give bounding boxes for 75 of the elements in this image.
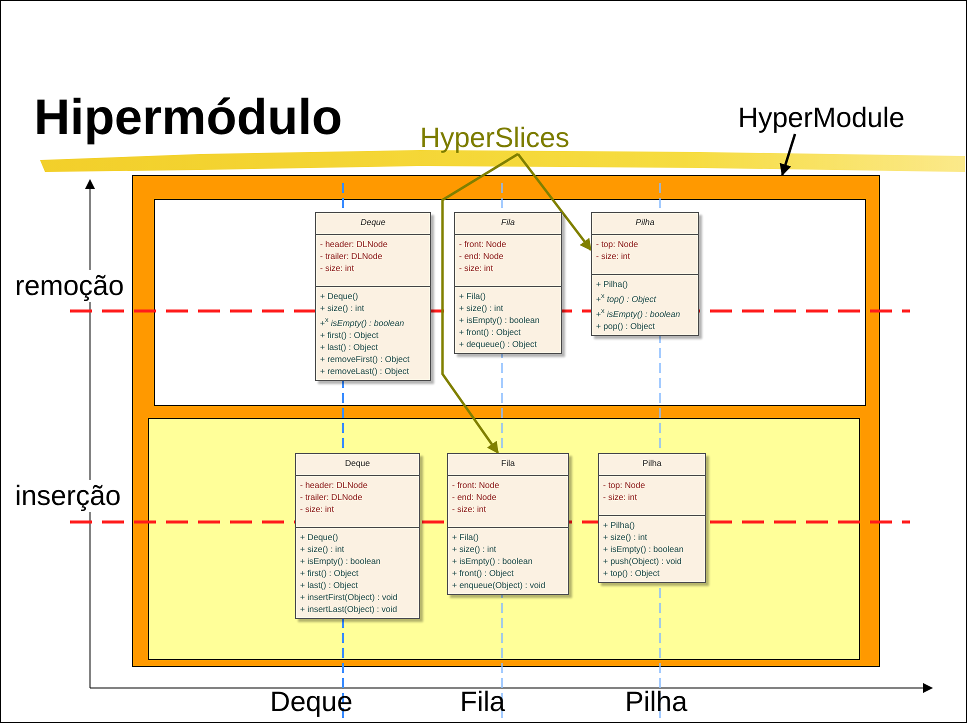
attribute-text: - top: Node — [603, 479, 646, 491]
class-name: Pilha — [634, 216, 656, 229]
method-text: + removeLast() : Object — [320, 364, 410, 377]
attribute-text: - front: Node — [452, 479, 500, 491]
method-text: + enqueue(Object) : void — [452, 579, 546, 591]
method-text: + isEmpty() : boolean — [459, 314, 541, 326]
uml-class-box — [295, 453, 420, 619]
method-text: + size() : int — [300, 543, 346, 555]
attribute-text: - end: Node — [459, 250, 504, 262]
method-text: + last() : Object — [320, 340, 379, 353]
column-label: Pilha — [625, 686, 688, 718]
attribute-text: - trailer: DLNode — [320, 250, 384, 262]
arrow — [441, 152, 519, 454]
attribute-text: - size: int — [300, 503, 336, 515]
method-text: + removeFirst() : Object — [320, 352, 411, 365]
column-label: Fila — [460, 686, 506, 718]
method-text: + Fila() — [452, 531, 480, 543]
method-text: + size() : int — [452, 543, 498, 555]
method-text: + Pilha() — [603, 519, 636, 531]
slice-panel — [148, 418, 860, 660]
method-text: + insertLast(Object) : void — [300, 603, 398, 615]
method-text: + last() : Object — [300, 579, 359, 591]
method-text: +$^{x}$ top() : Object — [596, 291, 658, 305]
attribute-text: - trailer: DLNode — [300, 491, 364, 503]
attribute-text: - end: Node — [452, 491, 498, 503]
attribute-text: - header: DLNode — [320, 238, 389, 250]
uml-class-box — [598, 453, 706, 583]
attribute-text: - size: int — [459, 262, 494, 274]
method-text: + first() : Object — [300, 567, 360, 579]
method-text: + top() : Object — [603, 567, 660, 579]
slide-title: Hipermódulo — [34, 88, 342, 146]
attribute-text: - size: int — [596, 250, 632, 262]
uml-class-box — [315, 212, 431, 381]
attribute-text: - top: Node — [596, 238, 640, 250]
uml-class-box — [591, 212, 699, 336]
method-text: +$^{x}$ isEmpty() : boolean — [320, 315, 406, 329]
attribute-text: - size: int — [603, 491, 638, 503]
arrow — [517, 153, 592, 251]
method-text: + front() : Object — [459, 326, 522, 338]
uml-class-box — [454, 212, 562, 354]
hypermodule-label: HyperModule — [738, 102, 905, 134]
class-name: Pilha — [642, 457, 662, 470]
arrow — [780, 134, 796, 176]
row-label: inserção — [15, 480, 121, 512]
method-text: + pop() : Object — [596, 320, 656, 332]
method-text: + first() : Object — [320, 328, 380, 341]
method-text: + insertFirst(Object) : void — [300, 591, 399, 603]
attribute-text: - size: int — [320, 262, 356, 274]
method-text: + size() : int — [320, 302, 366, 314]
method-text: + Pilha() — [596, 278, 629, 290]
class-name: Deque — [344, 457, 372, 470]
method-text: + isEmpty() : boolean — [452, 555, 534, 567]
method-text: + Deque() — [300, 531, 340, 543]
method-text: + front() : Object — [452, 567, 515, 579]
attribute-text: - header: DLNode — [300, 479, 369, 491]
attribute-text: - front: Node — [459, 238, 508, 250]
method-text: + size() : int — [459, 302, 504, 314]
method-text: +$^{x}$ isEmpty() : boolean — [596, 306, 682, 320]
method-text: + size() : int — [603, 531, 648, 543]
class-name: Fila — [500, 457, 516, 470]
method-text: + dequeue() : Object — [459, 338, 538, 350]
method-text: + isEmpty() : boolean — [603, 543, 685, 555]
class-name: Deque — [359, 216, 387, 229]
method-text: + Deque() — [320, 290, 360, 302]
attribute-text: - size: int — [452, 503, 488, 515]
hyperslices-label: HyperSlices — [420, 122, 570, 154]
column-label: Deque — [270, 686, 353, 718]
uml-class-box — [447, 453, 569, 595]
method-text: + push(Object) : void — [603, 555, 683, 567]
slice-panel — [154, 199, 866, 406]
method-text: + isEmpty() : boolean — [300, 555, 382, 567]
method-text: + Fila() — [459, 290, 487, 302]
class-name: Fila — [500, 216, 516, 229]
row-label: remoção — [15, 270, 124, 302]
hypermodule-box — [132, 175, 880, 667]
